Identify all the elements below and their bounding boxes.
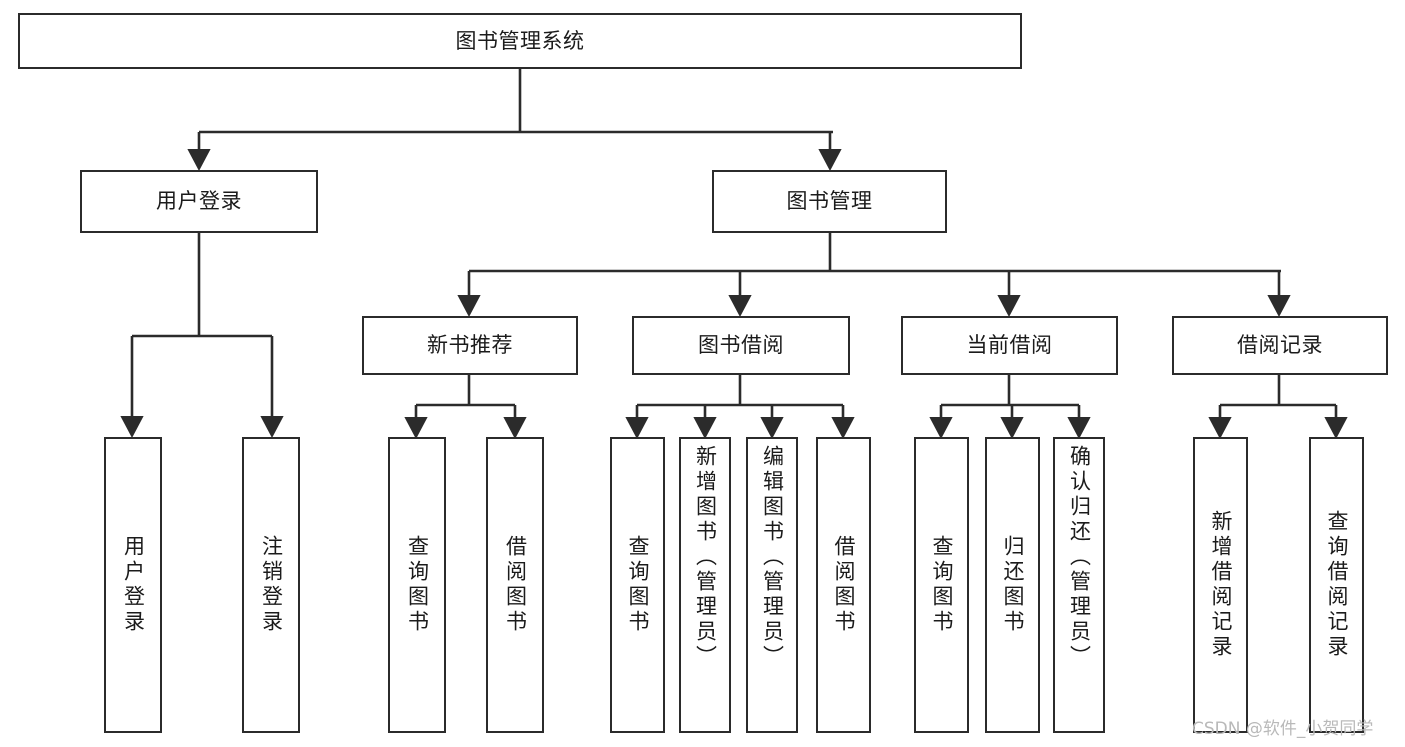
- node-leaf-add-book-admin[interactable]: 新增图书（管理员）: [679, 437, 731, 733]
- node-label: 注销登录: [259, 535, 284, 635]
- node-label: 新书推荐: [427, 333, 513, 358]
- node-leaf-user-login[interactable]: 用户登录: [104, 437, 162, 733]
- node-book-borrow[interactable]: 图书借阅: [632, 316, 850, 375]
- node-label: 用户登录: [156, 189, 242, 214]
- node-label: 图书管理: [786, 189, 873, 214]
- node-leaf-query-book-borrow[interactable]: 查询图书: [610, 437, 665, 733]
- node-leaf-return-book[interactable]: 归还图书: [985, 437, 1040, 733]
- node-user-login[interactable]: 用户登录: [80, 170, 318, 233]
- node-leaf-query-book-current[interactable]: 查询图书: [914, 437, 969, 733]
- node-label: 借阅记录: [1237, 333, 1323, 358]
- node-leaf-query-borrow-record[interactable]: 查询借阅记录: [1309, 437, 1364, 733]
- node-label: 确认归还（管理员）: [1067, 445, 1092, 670]
- node-label: 查询图书: [626, 535, 650, 635]
- node-label: 归还图书: [1001, 535, 1025, 635]
- node-label: 借阅图书: [503, 535, 528, 635]
- node-leaf-borrow-book[interactable]: 借阅图书: [816, 437, 871, 733]
- node-leaf-confirm-return-admin[interactable]: 确认归还（管理员）: [1053, 437, 1105, 733]
- node-leaf-query-book-recommend[interactable]: 查询图书: [388, 437, 446, 733]
- node-label: 图书借阅: [698, 333, 784, 358]
- node-leaf-edit-book-admin[interactable]: 编辑图书（管理员）: [746, 437, 798, 733]
- node-new-book-recommend[interactable]: 新书推荐: [362, 316, 578, 375]
- node-book-management[interactable]: 图书管理: [712, 170, 947, 233]
- node-current-borrow[interactable]: 当前借阅: [901, 316, 1118, 375]
- node-leaf-add-borrow-record[interactable]: 新增借阅记录: [1193, 437, 1248, 733]
- node-leaf-logout[interactable]: 注销登录: [242, 437, 300, 733]
- node-label: 编辑图书（管理员）: [760, 445, 785, 670]
- node-label: 图书管理系统: [455, 28, 585, 53]
- node-label: 当前借阅: [966, 333, 1053, 358]
- node-label: 查询图书: [405, 535, 430, 635]
- node-borrow-record[interactable]: 借阅记录: [1172, 316, 1388, 375]
- csdn-watermark: CSDN @软件_小贺同学: [1192, 719, 1374, 739]
- node-label: 查询图书: [930, 535, 954, 635]
- node-label: 用户登录: [121, 535, 146, 635]
- node-label: 借阅图书: [832, 535, 856, 635]
- node-label: 新增图书（管理员）: [693, 445, 718, 670]
- node-label: 查询借阅记录: [1325, 510, 1349, 660]
- node-label: 新增借阅记录: [1209, 510, 1233, 660]
- node-leaf-borrow-book-recommend[interactable]: 借阅图书: [486, 437, 544, 733]
- node-root-book-management-system[interactable]: 图书管理系统: [18, 13, 1022, 69]
